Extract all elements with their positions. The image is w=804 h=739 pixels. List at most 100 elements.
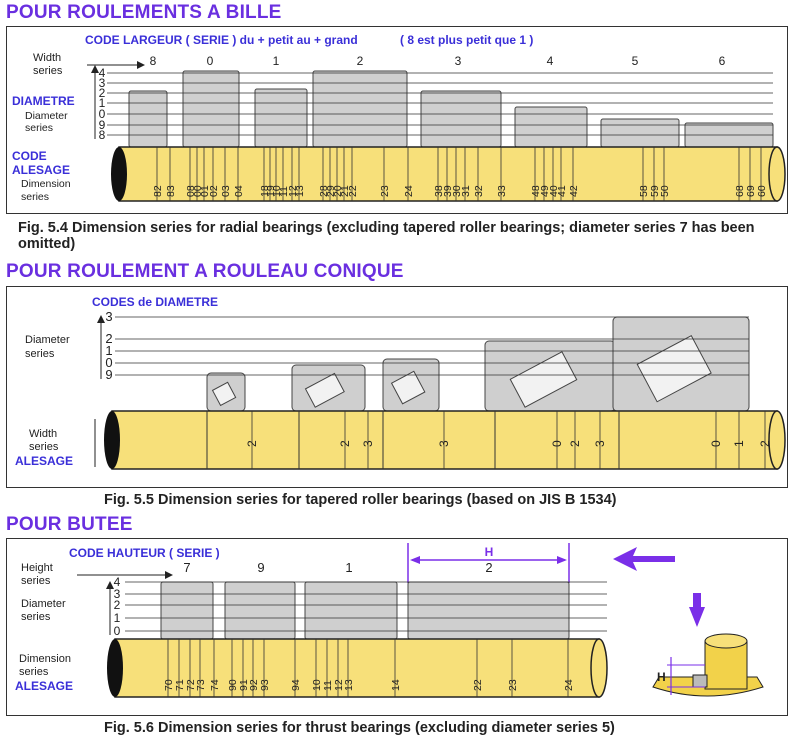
- diameter-level-3: 3: [99, 76, 106, 90]
- dimension-code-49: 49: [539, 185, 551, 197]
- dimension-series-label-2: series: [19, 666, 49, 678]
- dimension-code-13: 13: [294, 185, 306, 197]
- dimension-code-68: 68: [734, 185, 746, 197]
- dimension-code-10: 10: [271, 185, 283, 197]
- width-code-2: 3: [361, 440, 375, 447]
- thrust-shaft-top: [704, 633, 748, 649]
- dimension-code-23: 23: [507, 679, 519, 691]
- dimension-code-70: 70: [163, 679, 175, 691]
- dimension-code-24: 24: [403, 185, 415, 197]
- width-code-8: 1: [732, 440, 746, 447]
- shaft-1-left-end: [111, 147, 127, 201]
- dimension-code-02: 02: [208, 185, 220, 197]
- width-series-label-1: Width: [33, 52, 61, 64]
- dimension-code-41: 41: [556, 185, 568, 197]
- section3-heading: POUR BUTEE: [6, 514, 133, 535]
- diameter-series-label-1: Diameter: [25, 110, 68, 122]
- dimension-code-21: 21: [339, 185, 351, 197]
- thrust-block-1: [224, 581, 296, 640]
- dimension-code-19: 19: [265, 185, 277, 197]
- width-code-6: 3: [593, 440, 607, 447]
- height-series-7: 7: [183, 560, 190, 575]
- code-alesage-label-1: CODE: [12, 149, 47, 163]
- width-block-2: [254, 88, 308, 148]
- height-series-label-1: Height: [21, 562, 53, 574]
- dimension-code-20: 20: [332, 185, 344, 197]
- diameter-level-8: 8: [99, 128, 106, 142]
- code-largeur-label: CODE LARGEUR ( SERIE ) du + petit au + g…: [85, 33, 358, 47]
- diameter-level-4: 4: [114, 575, 121, 589]
- thrust-block-2: [304, 581, 398, 640]
- shaft-3-right-end: [590, 638, 608, 698]
- dimension-code-94: 94: [290, 679, 302, 691]
- width-code-4: 0: [550, 440, 564, 447]
- dimension-code-14: 14: [390, 679, 402, 691]
- width-code-9: 2: [758, 440, 772, 447]
- thrust-ring-icon: [692, 674, 708, 688]
- diameter-level-2: 2: [105, 331, 112, 346]
- diameter-level-9: 9: [105, 367, 112, 382]
- width-series-5: 5: [632, 54, 639, 68]
- dimension-code-73: 73: [195, 679, 207, 691]
- width-series-label-1: Width: [29, 428, 57, 440]
- code-largeur-note: ( 8 est plus petit que 1 ): [400, 33, 533, 47]
- alesage-label: ALESAGE: [15, 454, 73, 468]
- width-code-3: 3: [437, 440, 451, 447]
- dimension-code-11: 11: [278, 186, 290, 197]
- dimension-code-93: 93: [259, 679, 271, 691]
- diameter-series-label-1: Diameter: [25, 334, 70, 346]
- diameter-level-1: 1: [99, 96, 106, 110]
- code-alesage-label-2: ALESAGE: [12, 163, 70, 177]
- dimension-code-48: 48: [530, 185, 542, 197]
- dimension-code-40: 40: [548, 185, 560, 197]
- width-series-4: 4: [547, 54, 554, 68]
- width-series-label-2: series: [29, 441, 59, 453]
- dimension-code-38: 38: [433, 185, 445, 197]
- dimension-code-92: 92: [248, 679, 260, 691]
- diameter-level-1: 1: [105, 343, 112, 358]
- height-arrow-head: [165, 571, 173, 579]
- dimension-code-74: 74: [209, 679, 221, 691]
- fig-5-6-caption: Fig. 5.6 Dimension series for thrust bea…: [104, 720, 615, 736]
- h-small-label: H: [657, 670, 666, 684]
- dimension-series-label-2: series: [21, 191, 49, 203]
- width-series-2: 2: [357, 54, 364, 68]
- dimension-code-82: 82: [152, 185, 164, 197]
- diameter-series-label-1: Diameter: [21, 598, 66, 610]
- diameter-series-label-2: series: [21, 611, 51, 623]
- diameter-level-2: 2: [99, 86, 106, 100]
- dimension-code-12: 12: [287, 185, 299, 197]
- tapered-bearing-diagram: CODES de DIAMETREDiameterseries32109Widt…: [15, 295, 786, 470]
- down-pointer-arrow-icon: [689, 607, 705, 627]
- width-block-3: [312, 70, 408, 148]
- fig-5-5-caption: Fig. 5.5 Dimension series for tapered ro…: [104, 492, 617, 508]
- dimension-code-01: 01: [199, 185, 211, 197]
- dimension-code-71: 71: [174, 679, 186, 691]
- dimension-code-69: 69: [745, 185, 757, 197]
- shaft-3-body: [114, 638, 600, 698]
- thrust-block-0: [160, 581, 214, 640]
- width-series-0: 0: [207, 54, 214, 68]
- dimension-code-18: 18: [259, 185, 271, 197]
- section2-heading: POUR ROULEMENT A ROULEAU CONIQUE: [6, 261, 404, 282]
- dimension-code-22: 22: [472, 679, 484, 691]
- left-pointer-arrow-icon: [613, 547, 675, 571]
- alesage-label: ALESAGE: [15, 679, 73, 693]
- dimension-code-33: 33: [496, 185, 508, 197]
- h-arrow-left: [410, 556, 420, 564]
- shaft-2-body: [111, 410, 778, 470]
- diameter-level-4: 4: [99, 66, 106, 80]
- diameter-series-label-2: series: [25, 348, 55, 360]
- dimension-code-29: 29: [325, 185, 337, 197]
- tapered-roller-4: [636, 334, 712, 403]
- shaft-1-right-end: [768, 146, 786, 202]
- h-arrow-right: [557, 556, 567, 564]
- shaft-2-left-end: [104, 411, 120, 469]
- dimension-code-24: 24: [563, 679, 575, 691]
- dimension-code-91: 91: [238, 679, 250, 691]
- diameter-level-3: 3: [105, 309, 112, 324]
- dimension-code-83: 83: [165, 185, 177, 197]
- width-series-label-2: series: [33, 65, 63, 77]
